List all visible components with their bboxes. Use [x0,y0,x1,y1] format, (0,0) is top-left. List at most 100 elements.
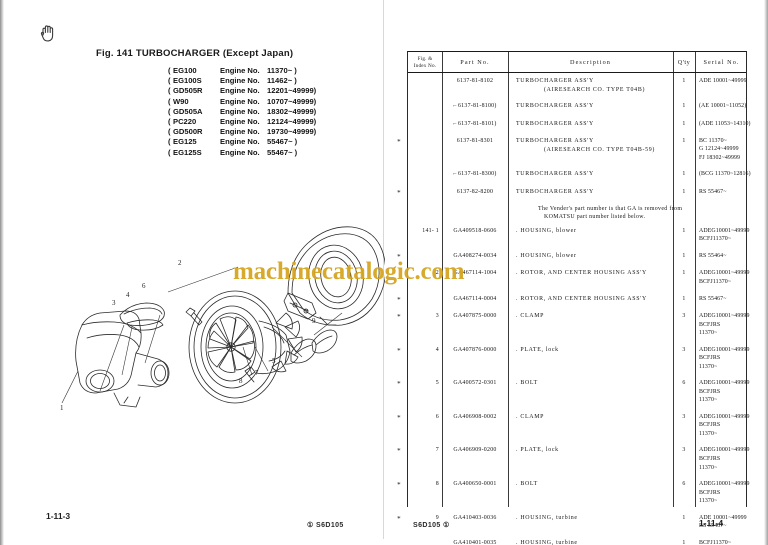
engine-model-list: ( EG100 Engine No. 11370~ ) ( EG100S Eng… [168,66,316,158]
callout-3: 3 [112,299,116,307]
part-number-text: 6137-81-8301 [456,137,494,144]
serial-range-line: RS 55464~ [699,253,727,260]
part-number-cell[interactable]: GA406909-0200 [442,446,508,455]
part-number-text: GA409518-0606 [453,227,497,234]
part-number-cell[interactable]: GA467114-1004 [442,269,508,278]
part-number-cell[interactable]: GA406908-0002 [442,413,508,422]
engine-no-label: Engine No. [220,86,260,96]
description-cell: . PLATE, lock [516,447,559,454]
serial-range-line: FJ 18302~49999 [699,154,741,161]
serial-range-line: BCFJRS [699,355,721,362]
row-index-number: 2 [435,270,439,277]
quantity-cell: 1 [682,295,686,302]
quantity-cell: 1 [682,103,686,110]
serial-range-line: (ADE 11053~14310) [699,120,751,127]
hand-grab-cursor-icon [38,22,58,44]
quantity-cell: 3 [682,313,686,319]
quantity-cell: 6 [682,481,686,487]
part-number-text: GA467114-0004 [453,295,497,302]
part-number-text: GA467114-1004 [453,270,497,277]
vendor-note-line: The Vender's part number is that GA is r… [538,205,683,212]
revision-asterisk: * [397,447,401,456]
column-divider [673,52,674,507]
page-gutter-right [764,0,768,545]
part-number-cell[interactable]: GA400650-0001 [442,480,508,489]
serial-range-line: BCFJRS [699,489,721,496]
part-number-cell[interactable]: 6137-82-8200 [442,188,508,197]
callout-7: 7 [255,369,259,377]
callout-6: 6 [142,282,146,290]
part-number-text: GA407875-0000 [453,313,497,319]
part-number-cell[interactable]: ⌐6137-81-8101) [442,120,508,129]
serial-range-line: (BCG 11370~12816) [699,171,751,178]
description-cell: . HOUSING, blower [516,253,577,260]
part-number-cell[interactable]: ⌐6137-81-8100) [442,102,508,111]
part-number-cell[interactable]: GA408274-0034 [442,252,508,261]
right-page-model-code: S6D105 ① [413,522,450,529]
part-number-cell[interactable]: GA407875-0000 [442,312,508,321]
quantity-cell: 1 [682,227,686,234]
quantity-cell: 1 [682,253,686,260]
part-number-cell[interactable]: GA407876-0000 [442,346,508,355]
serial-range-line: ADE 10001~49999 [699,78,747,84]
figure-title: Fig. 141 TURBOCHARGER (Except Japan) [96,48,294,59]
quantity-cell: 6 [682,380,686,387]
row-index-number: 5 [435,380,439,387]
revision-asterisk: * [397,481,401,489]
engine-model: PC220 [173,116,197,126]
quantity-cell: 3 [682,346,686,353]
part-number-cell[interactable]: ⌐6137-81-8300) [442,170,508,179]
quantity-cell: 1 [682,270,686,277]
description-cell: . BOLT [516,380,538,387]
part-number-cell[interactable]: GA410403-0036 [442,514,508,523]
description-cell: TURBOCHARGER ASS'Y [516,103,594,110]
part-number-text: GA406908-0002 [453,413,497,420]
description-sub-line: (AIRESEARCH CO. TYPE T04B) [544,87,646,93]
row-index-number: 3 [435,313,439,319]
engine-model: EG125 [173,137,197,147]
right-page-number: 1-11-4 [699,518,724,528]
serial-number-cell: BCFJ11370~G 12124~49999 [695,539,748,545]
part-number-cell[interactable]: GA400572-0301 [442,379,508,388]
callout-8: 8 [239,377,243,385]
serial-range-line: 11370~ [699,464,718,471]
part-number-cell[interactable]: GA410401-0035 [442,539,508,545]
table-note-row: The Vender's part number is that GA is r… [408,205,746,227]
engine-serial-range: 18302~49999) [267,106,317,116]
part-number-cell[interactable]: 6137-81-8102 [442,77,508,86]
engine-no-label: Engine No. [220,76,260,86]
serial-range-line: 11370~ [699,330,718,337]
revision-asterisk: * [397,380,401,389]
column-header-index: Fig. &Index No. [413,56,437,69]
engine-open-paren: ( [168,147,171,157]
part-number-cell[interactable]: 6137-81-8301 [442,137,508,146]
engine-model: EG125S [173,147,202,157]
column-divider [508,52,509,507]
column-divider [442,52,443,507]
serial-range-line: ADEG10001~49999 [699,313,750,319]
engine-list-item: ( GD505R Engine No. 12201~49999) [168,86,316,96]
row-index-number: 141- 1 [422,227,439,234]
engine-serial-range: 10707~49999) [267,96,317,106]
callout-4: 4 [126,291,130,299]
part-number-cell[interactable]: GA409518-0606 [442,227,508,236]
engine-list-item: ( EG100 Engine No. 11370~ ) [168,66,316,76]
serial-range-line: BCFJRS [699,422,721,429]
revision-asterisk: * [397,137,401,146]
part-number-cell[interactable]: GA467114-0004 [442,295,508,304]
alternate-part-bracket-icon: ⌐ [453,103,457,110]
serial-number-cell: ADE 10001~49999 [695,77,748,86]
engine-open-paren: ( [168,137,171,147]
page-gutter-left [0,0,4,545]
